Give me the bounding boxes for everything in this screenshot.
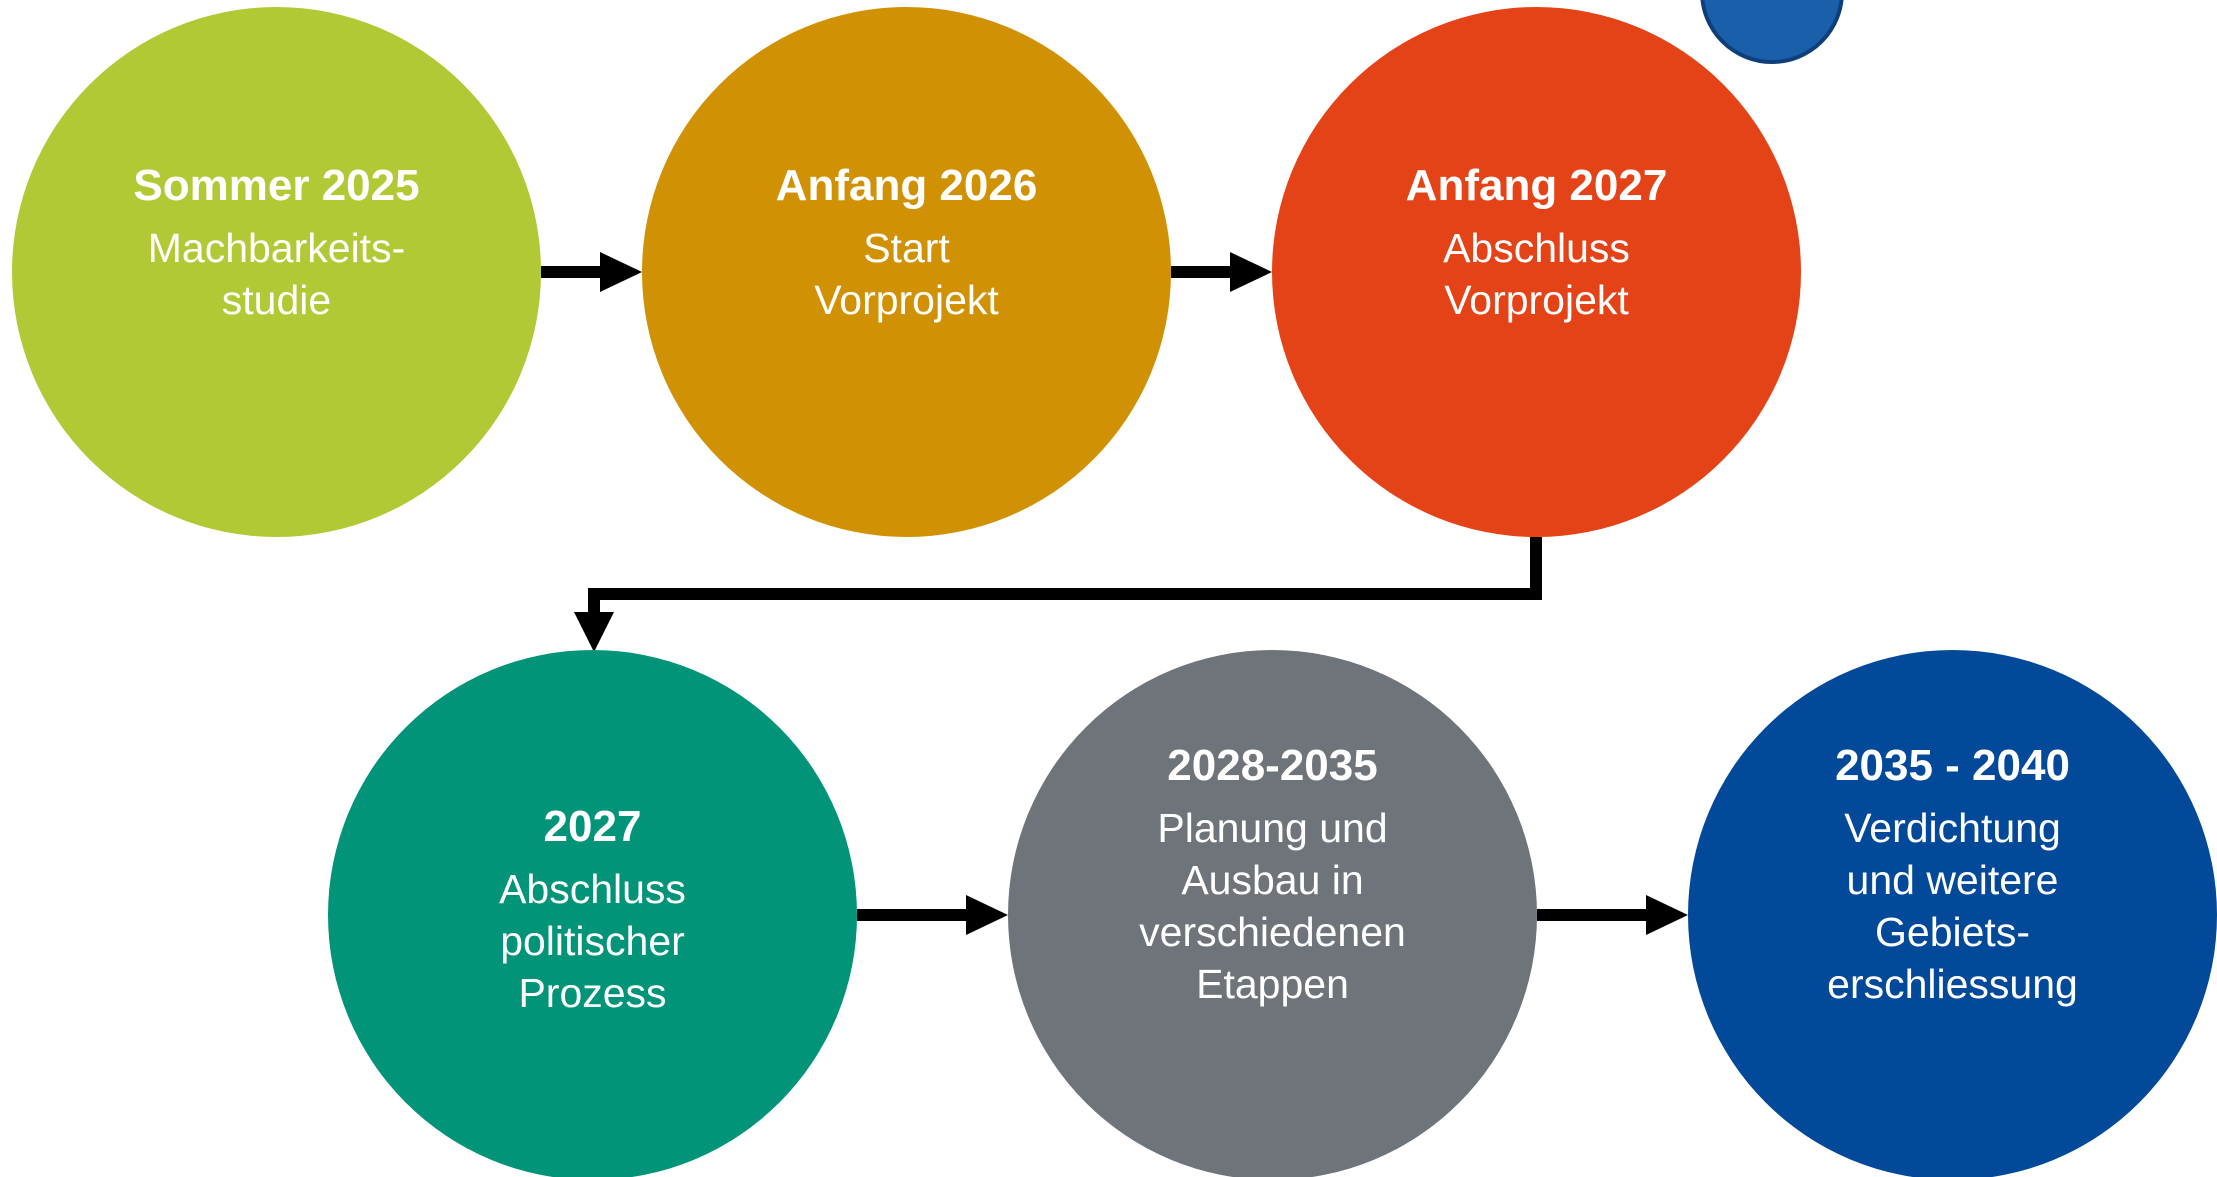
milestone-line: studie [221,277,332,323]
milestone-line: Abschluss [1443,225,1630,271]
milestone-line: Prozess [518,970,667,1016]
milestone-line: verschiedenen [1139,909,1406,955]
milestone-circle-4: 2027 Abschluss politischer Prozess [328,650,857,1177]
milestone-line: Planung und [1157,805,1388,851]
arrowhead-1 [600,252,642,292]
milestone-line: Vorprojekt [1444,277,1629,323]
arrowhead-3 [574,612,614,652]
arrowhead-4 [966,895,1008,935]
milestone-line: Abschluss [499,866,686,912]
milestone-date: 2035 - 2040 [1835,741,2070,790]
milestone-circle-3: Anfang 2027 Abschluss Vorprojekt [1272,7,1801,537]
milestone-line: Gebiets- [1875,909,2030,955]
milestone-date: 2028-2035 [1167,741,1378,790]
arrowhead-2 [1230,252,1272,292]
milestone-line: Etappen [1196,961,1349,1007]
milestone-line: erschliessung [1827,961,2078,1007]
milestone-line: Start [863,225,950,271]
arrowhead-5 [1646,895,1688,935]
milestone-line: und weitere [1846,857,2059,903]
milestone-line: Machbarkeits- [147,225,406,271]
milestone-line: Verdichtung [1844,805,2061,851]
milestone-circle-2: Anfang 2026 Start Vorprojekt [642,7,1171,537]
milestone-circle-6: 2035 - 2040 Verdichtung und weitere Gebi… [1688,650,2217,1177]
milestone-date: Anfang 2026 [775,161,1038,210]
milestone-date: Anfang 2027 [1405,161,1668,210]
milestone-date: 2027 [543,802,642,851]
milestone-date: Sommer 2025 [133,161,420,210]
milestone-line: politischer [500,918,685,964]
milestone-circle-5: 2028-2035 Planung und Ausbau in verschie… [1008,650,1537,1177]
arrow-3-to-4 [588,537,1542,616]
milestone-line: Ausbau in [1181,857,1364,903]
milestone-circle-1: Sommer 2025 Machbarkeits- studie [12,7,541,537]
milestone-line: Vorprojekt [814,277,999,323]
